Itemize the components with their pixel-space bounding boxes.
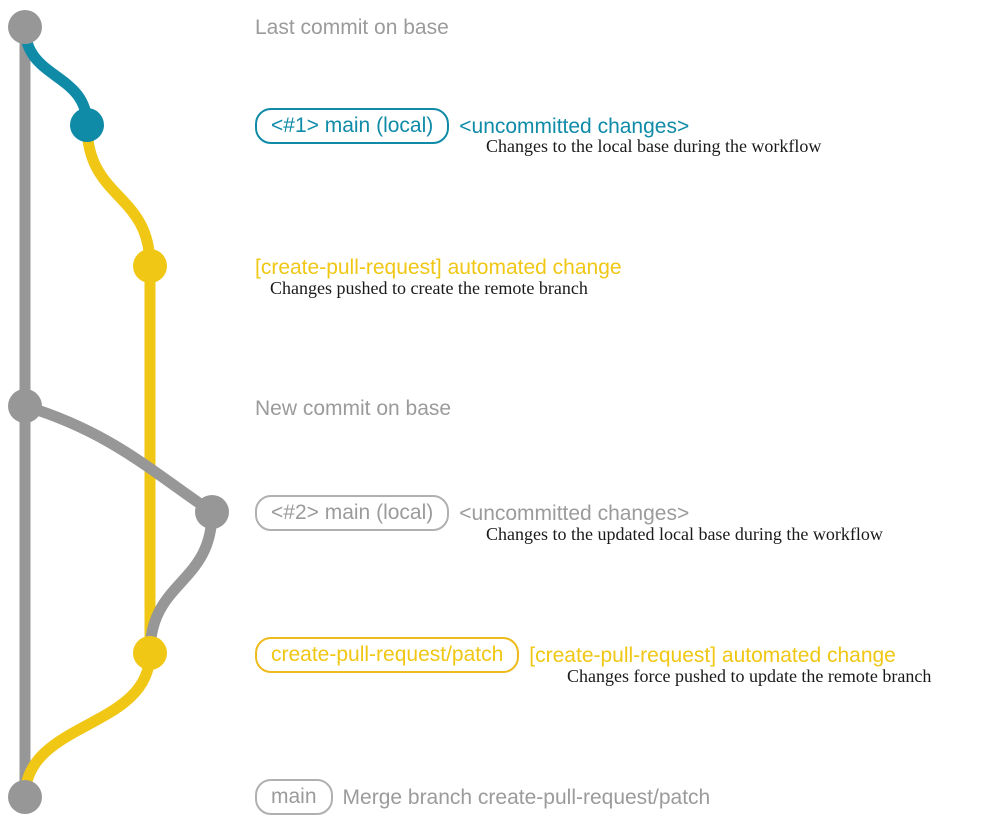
commit-message: [create-pull-request] automated change: [255, 255, 622, 279]
commit-message: New commit on base: [255, 396, 452, 420]
branch-badge[interactable]: main: [255, 779, 333, 815]
graph-edge-branch-to-local-1: [19, 21, 93, 131]
branch-badge[interactable]: <#2> main (local): [255, 495, 450, 531]
commit-description: Changes to the local base during the wor…: [486, 136, 822, 156]
graph-edge-local-2-to-patch: [144, 506, 218, 659]
commit-description: Changes to the updated local base during…: [486, 524, 883, 544]
commit-message: [create-pull-request] automated change: [529, 643, 896, 667]
commit-node-n3[interactable]: [133, 249, 167, 283]
graph-edges: [19, 21, 218, 803]
commit-message: <uncommitted changes>: [459, 114, 690, 138]
commit-message: Merge branch create-pull-request/patch: [342, 785, 711, 809]
commit-description: Changes pushed to create the remote bran…: [270, 278, 588, 298]
branch-badge[interactable]: create-pull-request/patch: [255, 637, 520, 673]
commit-message: <uncommitted changes>: [459, 501, 690, 525]
commit-message: Last commit on base: [255, 15, 449, 39]
branch-badge[interactable]: <#1> main (local): [255, 108, 450, 144]
graph-edge-patch-to-merge: [19, 647, 156, 803]
row-patch-branch: create-pull-request/patch [create-pull-re…: [255, 637, 896, 673]
graph-edge-local-1-to-patch: [81, 119, 156, 272]
commit-node-n1[interactable]: [8, 10, 42, 44]
commit-description: Changes force pushed to update the remot…: [567, 666, 932, 686]
graph-nodes: [8, 10, 229, 814]
graph-edge-base-to-local-2: [19, 400, 218, 518]
row-last-commit-on-base: Last commit on base: [255, 9, 449, 45]
commit-node-n5[interactable]: [195, 495, 229, 529]
commit-node-n4[interactable]: [8, 389, 42, 423]
row-local-1: <#1> main (local) <uncommitted changes>: [255, 108, 689, 144]
row-merge: main Merge branch create-pull-request/pat…: [255, 779, 710, 815]
row-local-2: <#2> main (local) <uncommitted changes>: [255, 495, 689, 531]
commit-node-n7[interactable]: [8, 780, 42, 814]
commit-node-n6[interactable]: [133, 636, 167, 670]
row-automated-change-1: [create-pull-request] automated change: [255, 249, 622, 285]
commit-node-n2[interactable]: [70, 108, 104, 142]
commit-graph-svg: [8, 10, 229, 814]
row-new-commit-on-base: New commit on base: [255, 390, 451, 426]
